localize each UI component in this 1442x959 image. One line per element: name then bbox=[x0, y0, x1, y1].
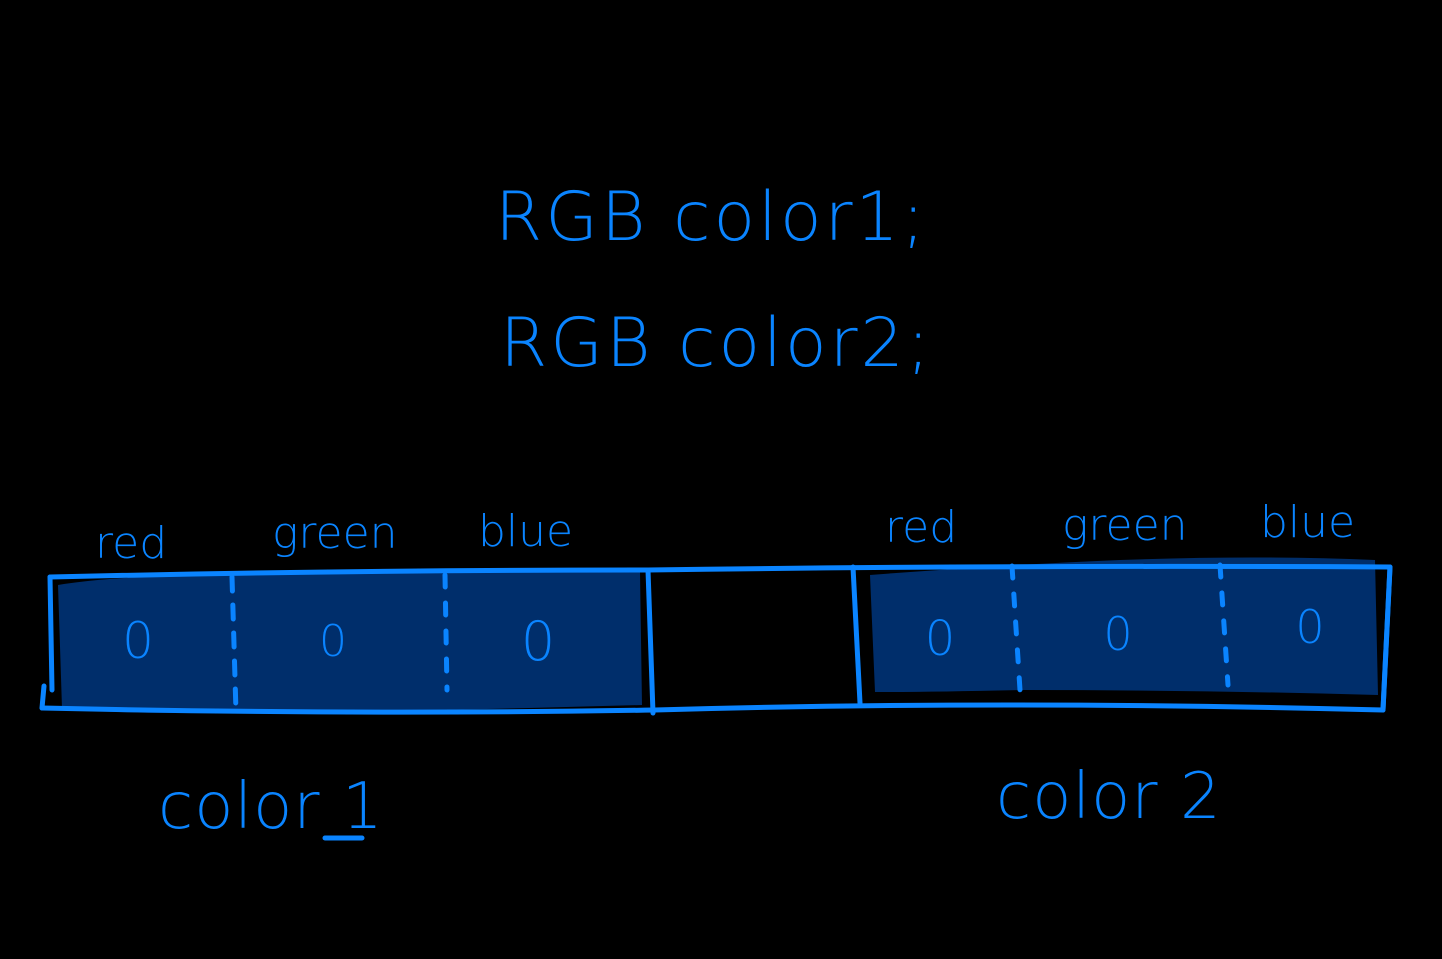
color2-field-label-green: green bbox=[1062, 500, 1188, 551]
color1-green-value: 0 bbox=[319, 616, 347, 667]
color1-end-divider bbox=[645, 567, 656, 716]
color1-red-value: 0 bbox=[122, 612, 154, 670]
color2-field-divider-2 bbox=[1217, 562, 1231, 688]
memory-bar-left-edge bbox=[47, 574, 55, 693]
code-line-2: RGB color2; bbox=[500, 304, 933, 383]
color2-struct-fill bbox=[870, 557, 1378, 695]
color2-red-value: 0 bbox=[925, 611, 956, 667]
color1-field-label-blue: blue bbox=[478, 506, 573, 557]
color1-field-label-green: green bbox=[272, 508, 398, 559]
memory-bar-right-edge bbox=[1380, 564, 1393, 713]
color1-field-divider-2 bbox=[442, 572, 450, 693]
color2-field-label-blue: blue bbox=[1260, 497, 1355, 548]
color1-field-label-red: red bbox=[95, 518, 167, 569]
color2-green-value: 0 bbox=[1103, 607, 1132, 661]
color2-label: color 2 bbox=[996, 760, 1222, 834]
color2-field-divider-1 bbox=[1009, 563, 1023, 693]
color1-blue-value: 0 bbox=[521, 610, 555, 673]
color1-field-divider-1 bbox=[229, 574, 239, 715]
color1-label: color 1 bbox=[158, 770, 384, 844]
color1-struct-fill bbox=[58, 571, 642, 713]
memory-bar-left-tick bbox=[39, 683, 47, 711]
color2-blue-value: 0 bbox=[1295, 600, 1324, 654]
color2-field-label-red: red bbox=[885, 502, 957, 553]
code-line-1: RGB color1; bbox=[495, 178, 928, 257]
color2-start-divider bbox=[850, 564, 863, 706]
